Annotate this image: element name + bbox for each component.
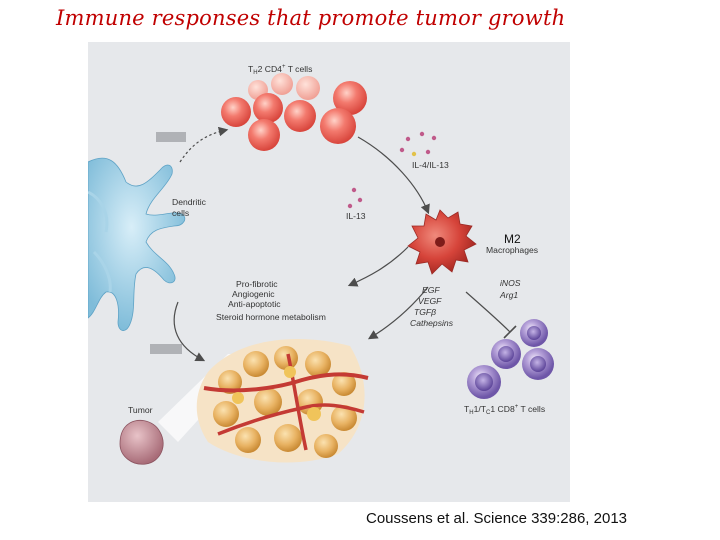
dendritic-cell — [88, 157, 186, 331]
inhibit-bar — [503, 325, 517, 339]
effect-profibrotic: Pro-fibrotic — [236, 279, 278, 289]
macrophage-label: Macrophages — [486, 245, 538, 255]
th2-cell — [248, 119, 280, 151]
factor-cathepsins: Cathepsins — [410, 318, 454, 328]
th1-tc1-cell-cluster — [467, 319, 554, 399]
citation: Coussens et al. Science 339:286, 2013 — [366, 510, 628, 527]
cd8-cell-core — [530, 356, 546, 372]
th2-cell — [296, 76, 320, 100]
th2-cell — [284, 100, 316, 132]
cd8-cell-core — [527, 326, 541, 340]
th2-cell — [271, 73, 293, 95]
dendritic-label-line2: cells — [172, 208, 189, 218]
arrow-dendritic-to-th2 — [179, 126, 229, 163]
cd8-cell-core — [498, 346, 514, 362]
arrow-effects-to-tumor — [173, 301, 206, 362]
tumor-tissue — [158, 338, 369, 463]
effect-steroid: Steroid hormone metabolism — [216, 312, 326, 322]
inos-label: iNOS — [500, 278, 521, 288]
arrow-th2-to-macrophage — [357, 136, 430, 215]
factor-vegf: VEGF — [418, 296, 442, 306]
factor-egf: EGF — [422, 285, 440, 295]
il13-label: IL-13 — [346, 211, 366, 221]
immune-diagram: TH2 CD4+ T cells IL-4/IL-13 IL-13 Dendri… — [88, 42, 570, 502]
tumor-mass — [119, 419, 164, 465]
grey-box-2 — [150, 344, 182, 354]
cytokine-dots-il4 — [399, 131, 437, 157]
il4-il13-label: IL-4/IL-13 — [412, 160, 449, 170]
th2-cell — [333, 81, 367, 115]
th2-label: TH2 CD4+ T cells — [248, 64, 312, 76]
m2-label: M2 — [504, 232, 521, 246]
tcell-label: TH1/TC1 CD8+ T cells — [464, 404, 545, 416]
factor-tgfb: TGFβ — [414, 307, 436, 317]
arrow-macrophage-to-effects — [347, 246, 409, 287]
cytokine-dots-il13 — [347, 187, 363, 209]
grey-box-1 — [156, 132, 186, 142]
slide-title: Immune responses that promote tumor grow… — [56, 6, 566, 30]
cd8-cell-core — [475, 373, 493, 391]
th2-cell — [221, 97, 251, 127]
m2-macrophage — [407, 209, 477, 275]
th2-cell — [253, 93, 283, 123]
effect-angiogenic: Angiogenic — [232, 289, 275, 299]
arrow-macrophage-to-tumor — [367, 286, 429, 340]
arg1-label: Arg1 — [499, 290, 518, 300]
th2-cell — [320, 108, 356, 144]
th2-cell-cluster — [221, 73, 367, 151]
tumor-label: Tumor — [128, 405, 153, 415]
dendritic-label-line1: Dendritic — [172, 197, 207, 207]
effect-antiapoptotic: Anti-apoptotic — [228, 299, 281, 309]
inhibit-macrophage-to-tcells — [465, 291, 511, 333]
